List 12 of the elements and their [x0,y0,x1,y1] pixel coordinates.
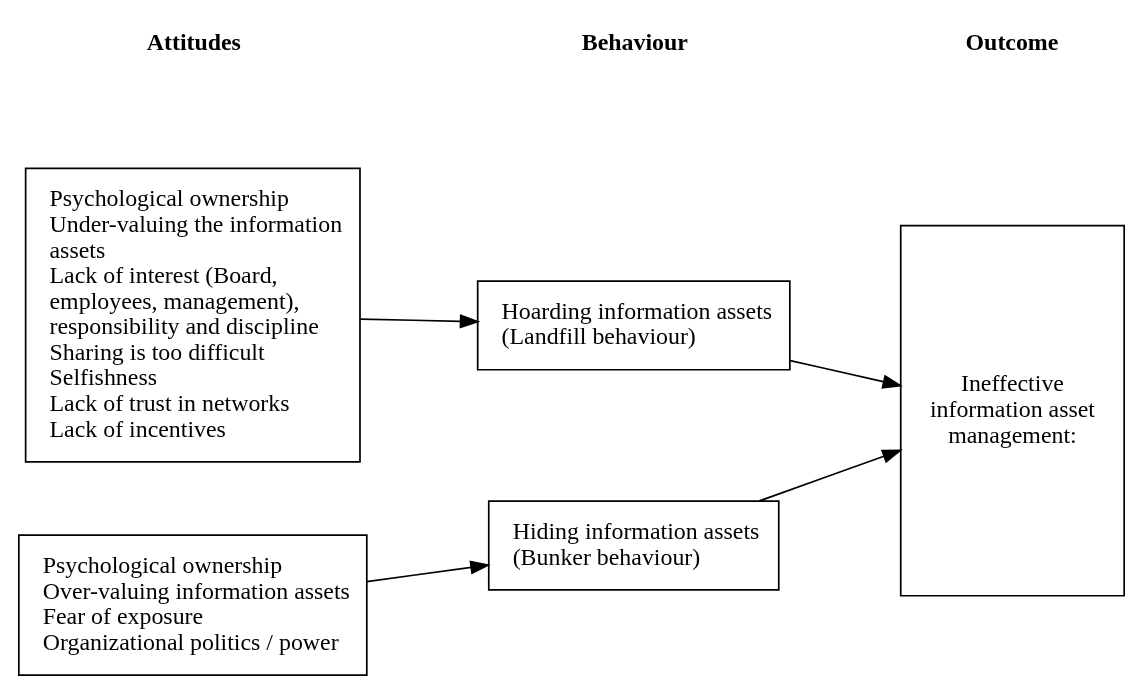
arrow [758,449,903,502]
node-box: Psychological ownership Over-valuing information assets Fear of exposure Organizational politics / power [17,534,368,676]
node-box: Hiding information assets (Bunker behaviour) [487,500,780,591]
arrow [789,359,903,389]
node-box: Psychological ownership Under-valuing the information assets Lack of interest (Board, employees, management), responsibility and discipline Sharing is too difficult Selfishness Lack of trust in networks Lack of incentives [24,167,361,463]
arrow [365,560,491,583]
label: Outcome [965,29,1059,56]
label: Attitudes [146,29,241,56]
node-box: Hoarding information assets (Landfill behaviour) [476,280,791,371]
label: Behaviour [581,29,688,56]
node-box: Ineffective information asset management: [899,224,1126,597]
arrow [359,314,481,329]
